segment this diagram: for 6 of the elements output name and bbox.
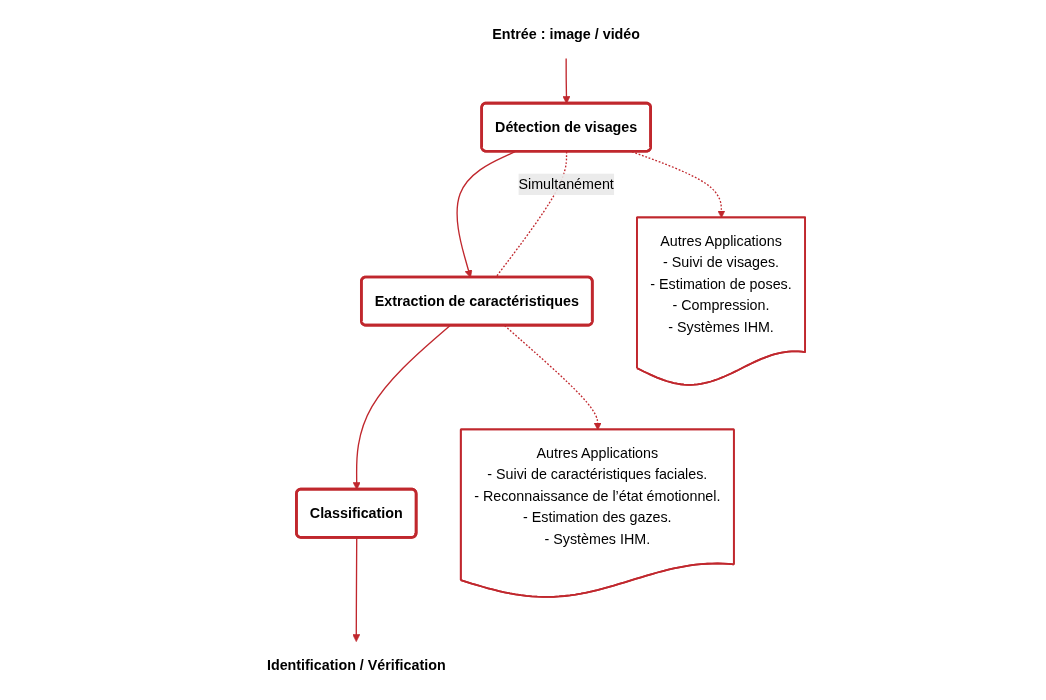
arrow <box>352 537 361 642</box>
arrow <box>562 57 571 104</box>
arrow <box>353 325 451 490</box>
edge-label: Simultanément <box>518 176 615 192</box>
node-text: Entrée : image / vidéo <box>492 26 641 42</box>
node-text: Identification / Vérification <box>267 657 446 673</box>
